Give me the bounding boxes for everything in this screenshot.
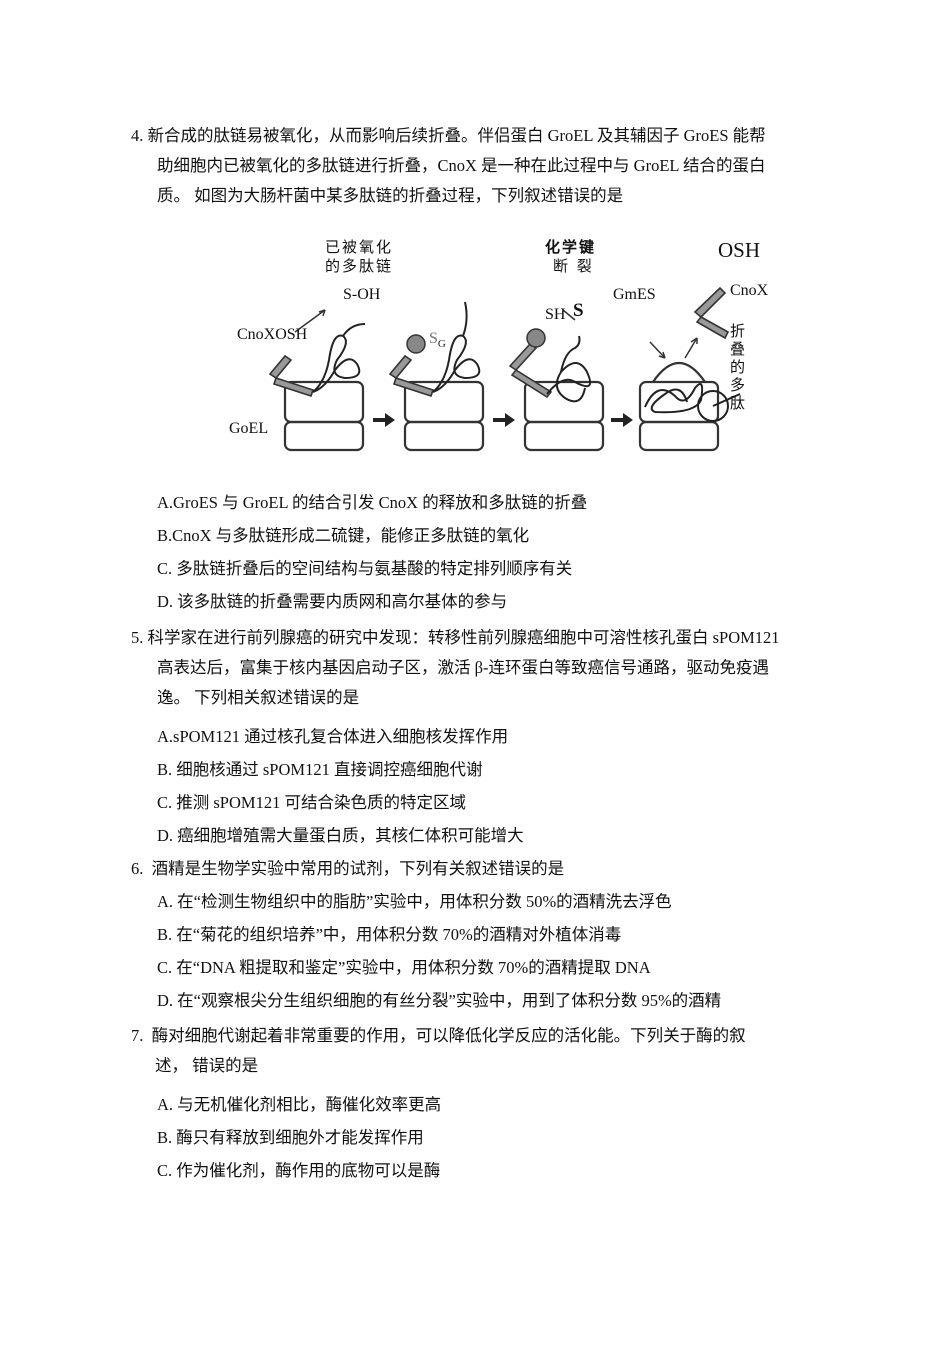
label-osh: OSH [718, 238, 761, 262]
label-s-oh: S-OH [343, 286, 381, 303]
diagram-graphics [268, 286, 741, 452]
question-7-option-c[interactable]: C. 作为催化剂，酶作用的底物可以是酶 [157, 1161, 441, 1180]
question-7-stem-line-1: 7. 酶对细胞代谢起着非常重要的作用，可以降低化学反应的活化能。下列关于酶的叙 [131, 1026, 746, 1045]
label-groes: GmES [613, 286, 656, 303]
question-5-option-a[interactable]: A.sPOM121 通过核孔复合体进入细胞核发挥作用 [157, 727, 509, 746]
question-4-option-b[interactable]: B.CnoX 与多肽链形成二硫键，能修正多肽链的氧化 [157, 526, 530, 545]
question-5-option-b[interactable]: B. 细胞核通过 sPOM121 直接调控癌细胞代谢 [157, 760, 483, 779]
label-cnox: CnoX [730, 282, 769, 299]
question-6-option-d[interactable]: D. 在“观察根尖分生组织细胞的有丝分裂”实验中，用到了体积分数 95%的酒精 [157, 991, 722, 1010]
question-5-option-c[interactable]: C. 推测 sPOM121 可结合染色质的特定区域 [157, 793, 466, 812]
label-s: S [573, 300, 584, 321]
question-7-option-b[interactable]: B. 酶只有释放到细胞外才能发挥作用 [157, 1128, 424, 1147]
question-4-number: 4. [131, 126, 144, 145]
question-4-stem-line-2: 助细胞内已被氧化的多肽链进行折叠，CnoX 是一种在此过程中与 GroEL 结合… [157, 156, 766, 175]
question-4-stem-line-1: 4. 新合成的肽链易被氧化，从而影响后续折叠。伴侣蛋白 GroEL 及其辅因子 … [131, 126, 766, 145]
question-5-stem-line-2: 高表达后，富集于核内基因启动子区，激活 β-连环蛋白等致癌信号通路，驱动免疫遇 [157, 658, 770, 677]
cnox-groel-folding-diagram: 已被氧化 的多肽链 S-OH CnoXOSH GoEL SG 化学键 断 裂 S… [225, 232, 785, 462]
question-4-option-a[interactable]: A.GroES 与 GroEL 的结合引发 CnoX 的释放和多肽链的折叠 [157, 493, 588, 512]
question-5-stem-line-3: 逸。 下列相关叙述错误的是 [157, 688, 360, 707]
label-folded-peptide: 折叠的多肽 [730, 322, 746, 412]
question-7-number: 7. [131, 1026, 144, 1045]
question-6-stem-line-1: 6. 酒精是生物学实验中常用的试剂，下列有关叙述错误的是 [131, 859, 565, 878]
label-oxidized-chain-line-1: 已被氧化 [325, 238, 394, 256]
question-7-option-a[interactable]: A. 与无机催化剂相比，酶催化效率更高 [157, 1095, 442, 1114]
label-sh: SH [545, 306, 566, 323]
label-s-g: SG [429, 330, 446, 351]
label-bond-break-line-1: 化学键 [545, 238, 597, 256]
label-oxidized-chain-line-2: 的多肽链 [325, 257, 394, 275]
question-4-option-d[interactable]: D. 该多肽链的折叠需要内质网和高尔基体的参与 [157, 592, 508, 611]
question-5-number: 5. [131, 628, 144, 647]
question-4-option-c[interactable]: C. 多肽链折叠后的空间结构与氨基酸的特定排列顺序有关 [157, 559, 573, 578]
question-7-stem-line-2: 述， 错误的是 [155, 1056, 259, 1075]
label-groel: GoEL [229, 420, 269, 437]
label-bond-break-line-2: 断 裂 [553, 257, 594, 275]
question-5-option-d[interactable]: D. 癌细胞增殖需大量蛋白质，其核仁体积可能增大 [157, 826, 524, 845]
question-5-stem-line-1: 5. 科学家在进行前列腺癌的研究中发现：转移性前列腺癌细胞中可溶性核孔蛋白 sP… [131, 628, 780, 647]
question-6-option-a[interactable]: A. 在“检测生物组织中的脂肪”实验中，用体积分数 50%的酒精洗去浮色 [157, 892, 672, 911]
question-6-option-b[interactable]: B. 在“菊花的组织培养”中，用体积分数 70%的酒精对外植体消毒 [157, 925, 622, 944]
question-4-stem-line-3: 质。 如图为大肠杆菌中某多肽链的折叠过程，下列叙述错误的是 [157, 186, 624, 205]
question-6-number: 6. [131, 859, 144, 878]
label-cnoxosh: CnoXOSH [237, 326, 308, 343]
question-6-option-c[interactable]: C. 在“DNA 粗提取和鉴定”实验中，用体积分数 70%的酒精提取 DNA [157, 958, 651, 977]
